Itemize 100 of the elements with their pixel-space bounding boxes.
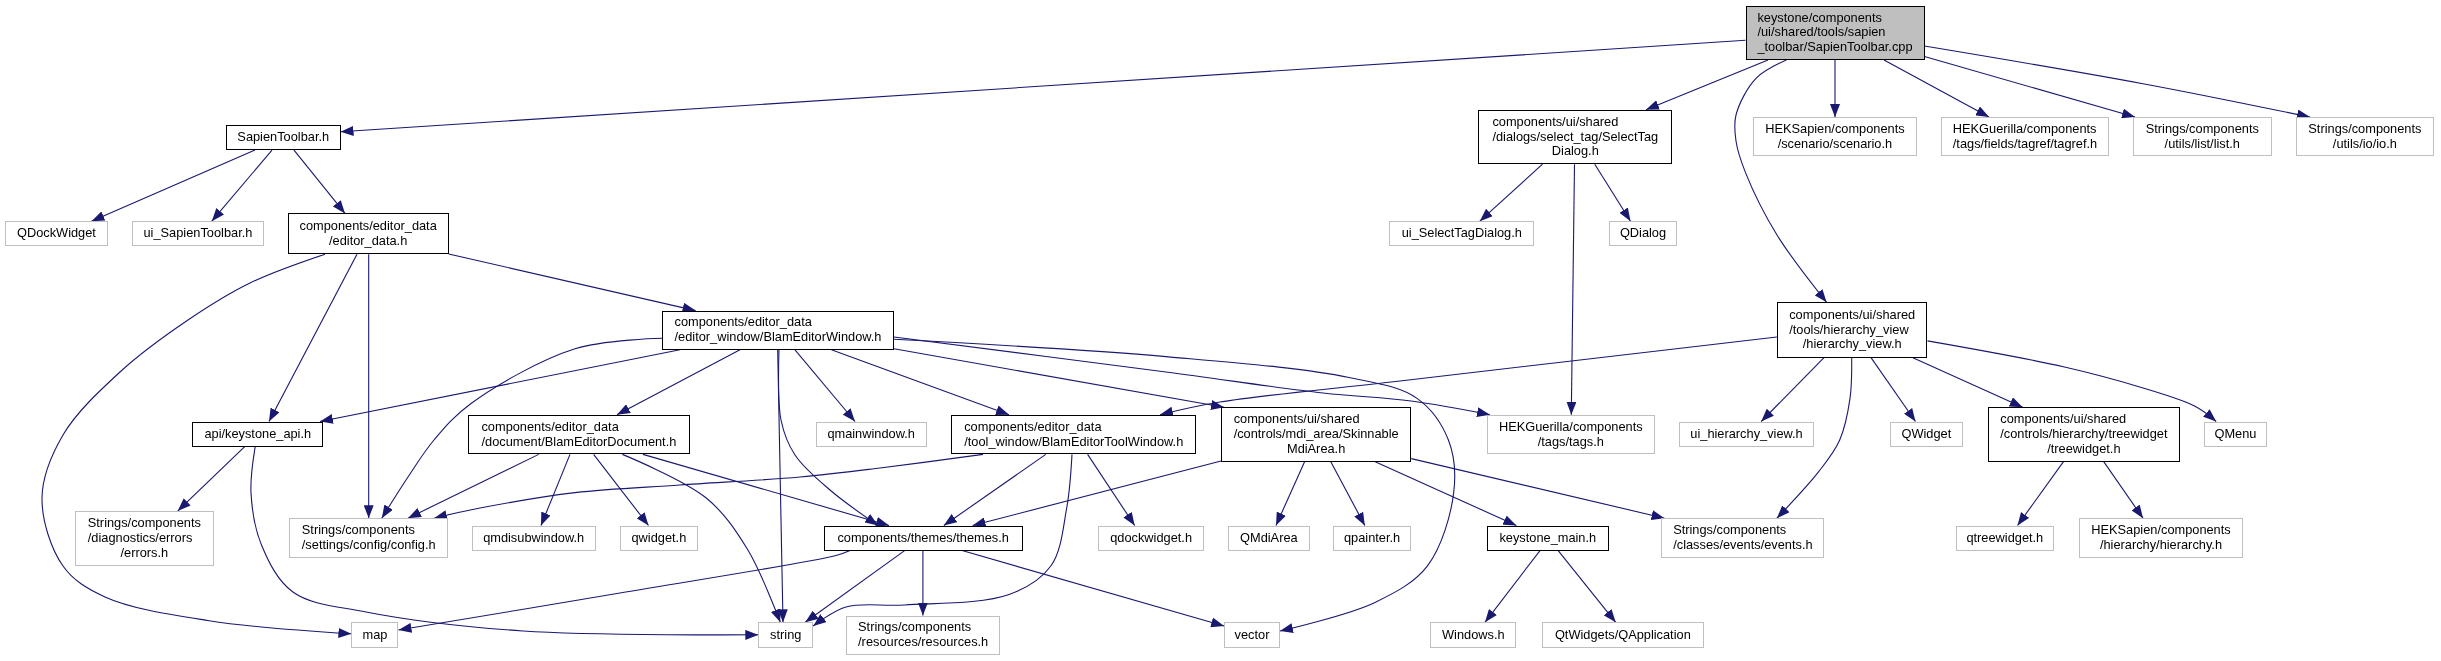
external-header-node: [2295, 117, 2435, 157]
include-arrow: [1883, 59, 1990, 118]
file-path: ui_hierarchy_view.h: [1690, 426, 1803, 442]
include-arrow: [1776, 357, 1853, 519]
external-header-node: [74, 510, 214, 566]
header-file-node: [192, 421, 324, 447]
include-arrow: [1830, 59, 1840, 118]
include-arrow: [211, 149, 273, 222]
external-header-node: [1332, 525, 1412, 551]
file-path: qpainter.h: [1343, 530, 1401, 546]
header-file-node: [468, 414, 690, 455]
include-arrow: [1275, 461, 1306, 527]
external-header-node: [1609, 221, 1677, 247]
external-header-node: [2203, 421, 2268, 447]
include-arrow: [804, 550, 906, 623]
header-file-node: [662, 310, 894, 350]
file-path: keystone/components /ui/shared/tools/sapien _toolbar/SapienToolbar.cpp: [1757, 10, 1913, 56]
file-path: components/ui/shared /controls/hierarchy/treewidget /treewidget.h: [2000, 412, 2168, 457]
external-header-node: [1955, 525, 2054, 551]
include-arrow: [293, 149, 346, 214]
header-file-node: [226, 124, 341, 151]
external-header-node: [289, 518, 449, 559]
file-path: QMenu: [2214, 426, 2257, 442]
external-header-node: [815, 421, 927, 447]
include-arrow: [1087, 453, 1136, 527]
include-arrow: [41, 253, 352, 638]
include-arrow: [777, 349, 879, 527]
external-header-node: [1661, 518, 1825, 559]
include-arrow: [972, 460, 1222, 528]
include-arrow: [1374, 461, 1517, 527]
include-arrow: [642, 453, 890, 527]
file-path: Windows.h: [1442, 627, 1505, 643]
file-path: components/ui/shared /controls/mdi_area/Skinnable MdiArea.h: [1233, 412, 1399, 457]
include-arrow: [812, 453, 1073, 627]
include-arrow: [177, 446, 246, 512]
include-arrow: [830, 349, 1010, 416]
file-path: components/ui/shared /dialogs/select_tag/SelectTag Dialog.h: [1492, 114, 1659, 160]
external-header-node: [1941, 117, 2109, 157]
external-header-node: [131, 221, 265, 247]
include-arrow: [621, 453, 781, 623]
include-arrow: [268, 253, 358, 423]
include-arrow: [1734, 59, 1828, 303]
file-path: components/ui/shared /tools/hierarchy_view /hierarchy_view.h: [1789, 307, 1916, 353]
external-header-node: [471, 525, 596, 551]
file-path: qwidget.h: [631, 530, 687, 546]
include-arrow: [1870, 357, 1917, 423]
include-arrow: [1479, 163, 1544, 222]
file-path: qdockwidget.h: [1110, 530, 1192, 546]
include-arrow: [1912, 357, 2024, 408]
external-header-node: [1486, 414, 1655, 455]
include-arrow: [1760, 357, 1825, 423]
file-path: QDockWidget: [16, 226, 96, 242]
file-path: ui_SapienToolbar.h: [143, 226, 253, 242]
header-file-node: [1221, 407, 1412, 462]
file-path: components/editor_data /editor_window/BlamEditorWindow.h: [674, 315, 882, 346]
file-path: HEKGuerilla/components /tags/tags.h: [1498, 419, 1643, 450]
include-arrow: [448, 253, 697, 313]
file-path: SapienToolbar.h: [237, 129, 330, 145]
header-file-node: [1776, 302, 1928, 358]
include-arrow: [593, 453, 650, 527]
file-path: api/keystone_api.h: [204, 426, 312, 442]
external-header-node: [351, 622, 399, 648]
external-header-node: [1752, 117, 1917, 157]
file-path: QMdiArea: [1240, 530, 1298, 546]
external-header-node: [1541, 622, 1705, 648]
external-header-node: [1098, 525, 1205, 551]
file-path: map: [362, 627, 388, 643]
include-arrow: [1645, 59, 1769, 111]
external-header-node: [1389, 221, 1535, 247]
external-header-node: [758, 622, 814, 648]
header-file-node: [1478, 109, 1673, 165]
header-file-node: [1486, 525, 1609, 551]
file-path: HEKSapien/components /hierarchy/hierarchy.h: [2091, 523, 2231, 554]
file-path: Strings/components /utils/list/list.h: [2145, 121, 2259, 152]
external-header-node: [1224, 622, 1280, 648]
file-path: QtWidgets/QApplication: [1554, 627, 1691, 643]
include-arrow: [339, 39, 1747, 136]
file-path: Strings/components /resources/resources.h: [858, 620, 989, 650]
file-path: Strings/components /classes/events/events.h: [1673, 523, 1813, 554]
header-file-node: [287, 213, 449, 255]
external-header-node: [2079, 518, 2243, 559]
include-arrow: [540, 453, 571, 527]
file-path: HEKGuerilla/components /tags/fields/tagref/tagref.h: [1952, 121, 2098, 152]
include-arrow: [1566, 163, 1577, 416]
include-arrow: [1923, 55, 2136, 119]
header-file-node: [1988, 407, 2180, 462]
external-header-node: [620, 525, 698, 551]
include-arrow: [777, 349, 788, 623]
external-header-node: [1430, 622, 1517, 648]
include-arrow: [917, 550, 928, 617]
file-path: components/editor_data /editor_data.h: [299, 218, 437, 249]
file-path: Strings/components /diagnostics/errors /errors.h: [87, 515, 201, 561]
include-arrow: [893, 348, 1225, 410]
external-header-node: [846, 615, 1001, 655]
include-arrow: [381, 337, 663, 519]
include-arrow: [1594, 163, 1632, 222]
file-path: vector: [1234, 627, 1270, 643]
source-file-node: [1745, 5, 1925, 61]
include-arrow: [1410, 458, 1666, 521]
include-arrow: [407, 453, 540, 519]
